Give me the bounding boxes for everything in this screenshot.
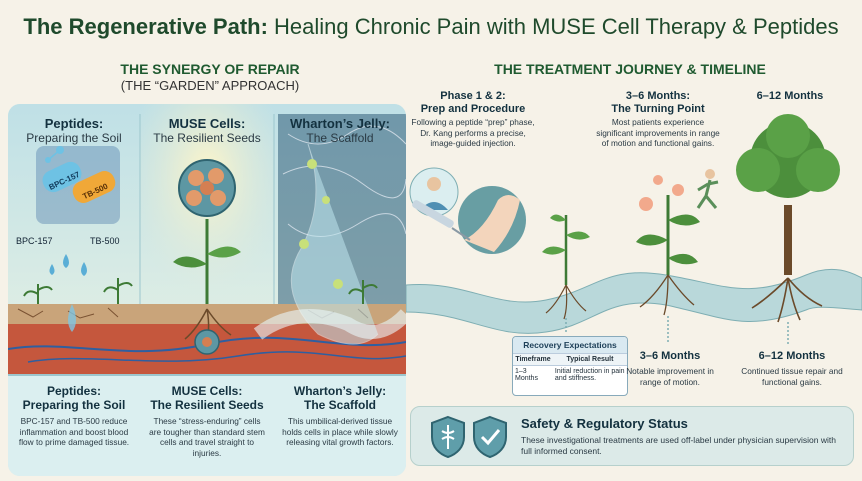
col-sub-wharton: The Scaffold — [306, 131, 374, 145]
procedure-illustration — [409, 167, 526, 254]
col-sub-peptides: Preparing the Soil — [26, 131, 122, 145]
col-sub-muse: The Resilient Seeds — [153, 131, 261, 145]
safety-heading: Safety & Regulatory Status — [521, 416, 688, 431]
safety-panel: Safety & Regulatory Status These investi… — [410, 406, 854, 466]
whartons-jelly-scaffold — [253, 114, 406, 345]
synergy-panel: BPC-157 TB-500 — [8, 104, 406, 476]
muse-cell-cluster — [178, 159, 236, 217]
label-tb-500: TB-500 — [90, 236, 120, 246]
medical-shield-icon — [431, 415, 465, 459]
milestone-6-12-title: 6–12 Months — [758, 350, 826, 362]
desc-wharton: Wharton’s Jelly:The Scaffold This umbili… — [282, 384, 398, 447]
recovery-heading: Recovery Expectations — [513, 337, 627, 353]
milestone-3-6-text: Notable improvement in range of motion. — [626, 366, 714, 387]
milestone-3-6-title: 3–6 Months — [639, 350, 701, 362]
peptide-vials: BPC-157 TB-500 — [36, 146, 120, 224]
column-wharton: Wharton’s Jelly: The Scaffold — [274, 104, 406, 369]
check-shield-icon — [473, 415, 507, 459]
desc-muse: MUSE Cells:The Resilient Seeds These “st… — [149, 384, 265, 458]
timeline-illustration — [406, 114, 862, 344]
synergy-heading: THE SYNERGY OF REPAIR — [120, 61, 300, 77]
col-typical-result: Typical Result — [552, 353, 627, 366]
synergy-descriptions: Peptides:Preparing the Soil BPC-157 and … — [8, 374, 406, 476]
phase-2-text: Most patients experience significant imp… — [596, 117, 720, 148]
safety-text: These investigational treatments are use… — [521, 435, 836, 456]
sprout-plant — [542, 214, 590, 320]
phase-3-title: 6–12 Months — [756, 90, 824, 102]
phase-1-title: Phase 1 & 2:Prep and Procedure — [420, 90, 526, 115]
desc-peptides: Peptides:Preparing the Soil BPC-157 and … — [18, 384, 130, 447]
label-bpc-157: BPC-157 — [16, 236, 53, 246]
col-title-muse: MUSE Cells: — [168, 116, 246, 131]
journey-heading: THE TREATMENT JOURNEY & TIMELINE — [494, 61, 766, 77]
mature-tree — [736, 114, 840, 323]
page-title: The Regenerative Path: Healing Chronic P… — [23, 14, 839, 39]
flowering-plant — [636, 169, 719, 316]
col-timeframe: Timeframe — [513, 353, 553, 366]
col-title-peptides: Peptides: — [44, 116, 104, 131]
column-muse: MUSE Cells: The Resilient Seeds — [141, 104, 273, 369]
garden-illustration: BPC-157 TB-500 — [8, 104, 406, 374]
col-title-wharton: Wharton’s Jelly: — [290, 116, 390, 131]
milestone-6-12-text: Continued tissue repair and functional g… — [741, 366, 843, 387]
phase-2-title: 3–6 Months:The Turning Point — [611, 90, 705, 115]
column-peptides: Peptides: Preparing the Soil BPC-157 TB-… — [8, 104, 140, 369]
phase-1-text: Following a peptide “prep” phase, Dr. Ka… — [411, 117, 535, 148]
synergy-subheading: (THE “GARDEN” APPROACH) — [120, 78, 300, 93]
